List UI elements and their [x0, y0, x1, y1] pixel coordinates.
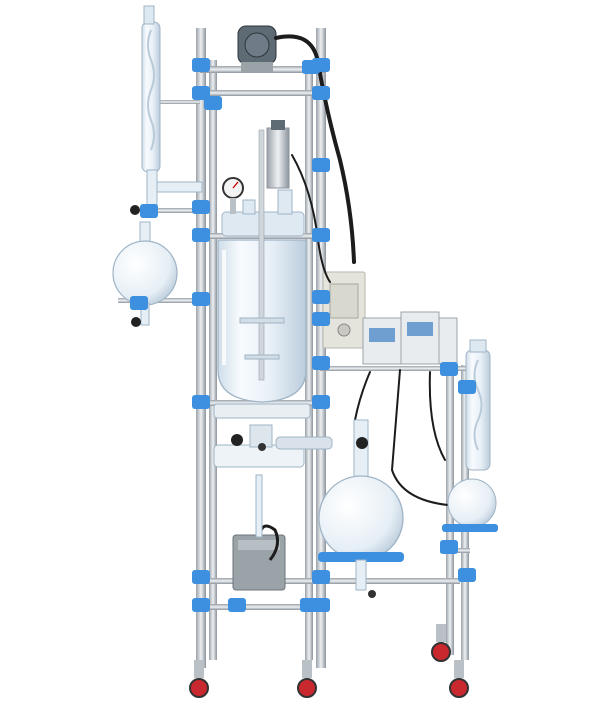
- caster-wheel: [431, 642, 451, 662]
- blue-clamp: [192, 200, 210, 214]
- blue-clamp: [192, 598, 210, 612]
- caster-wheel: [297, 678, 317, 698]
- flask-left-bulb: [112, 240, 178, 306]
- blue-clamp: [302, 60, 320, 74]
- blue-clamp: [130, 296, 148, 310]
- caster-stem: [194, 660, 204, 678]
- stirrer-shaft: [258, 129, 265, 381]
- control-knob: [337, 323, 351, 337]
- cable-drop-2: [354, 371, 371, 421]
- blue-clamp: [312, 395, 330, 409]
- crossbar-base: [200, 604, 325, 610]
- gauge-stem: [230, 198, 236, 214]
- arm-left-upper: [142, 208, 204, 213]
- blue-clamp: [440, 540, 458, 554]
- lid-port-2: [242, 199, 256, 215]
- pump-highlight: [238, 540, 280, 550]
- condenser: [141, 5, 203, 209]
- control-box-panel: [329, 283, 359, 319]
- controller-screen-1: [369, 328, 395, 342]
- crossbar-lower: [200, 400, 325, 406]
- casters: [189, 624, 469, 698]
- controller-unit-2: [400, 311, 440, 365]
- receiving-flask-left: [112, 205, 178, 327]
- blue-clamp: [312, 86, 330, 100]
- blue-clamp: [312, 356, 330, 370]
- crossbar-top-2: [200, 90, 325, 96]
- drain-valve-knob-2: [258, 443, 266, 451]
- coupling-top: [271, 120, 285, 130]
- blue-clamp: [192, 292, 210, 306]
- coupling-sleeve: [266, 127, 290, 189]
- large-flask-bottom-valve: [368, 590, 376, 598]
- base-pump: [232, 474, 286, 591]
- condenser-top-nozzle: [143, 5, 155, 25]
- upright-mid-right: [305, 60, 313, 660]
- caster-stem: [302, 660, 312, 678]
- controller-screen-2: [407, 322, 433, 336]
- blue-clamp: [192, 570, 210, 584]
- blue-clamps: [130, 58, 476, 612]
- blue-clamp: [312, 570, 330, 584]
- blue-clamp: [300, 598, 318, 612]
- right-condenser: [465, 349, 491, 471]
- motor-cable: [274, 34, 356, 264]
- stirrer-blade-2: [244, 354, 280, 360]
- blue-clamp: [140, 204, 158, 218]
- motor-mount: [241, 62, 273, 72]
- caster-stem: [454, 660, 464, 678]
- right-flask-ring: [442, 524, 498, 532]
- drain-valve-knob: [231, 434, 243, 446]
- valve-left-knob-2: [130, 205, 140, 215]
- caster-wheel: [449, 678, 469, 698]
- blue-clamp: [192, 228, 210, 242]
- blue-clamp: [312, 312, 330, 326]
- stirrer-blade: [239, 317, 285, 324]
- valve-left-knob: [131, 317, 141, 327]
- blue-clamp: [228, 598, 246, 612]
- large-flask-valve: [356, 437, 368, 449]
- right-small-flask: [447, 478, 497, 528]
- blue-clamp: [312, 228, 330, 242]
- condenser-sidearm: [156, 181, 203, 193]
- blue-clamp: [312, 290, 330, 304]
- caster-wheel: [189, 678, 209, 698]
- large-flask-bulb: [318, 475, 404, 561]
- blue-clamp: [312, 158, 330, 172]
- lid-port: [277, 189, 293, 215]
- vessel-bottom-flange: [213, 403, 311, 419]
- crossbar-shelf: [320, 366, 470, 371]
- right-condenser-top: [469, 339, 487, 353]
- drain-pipe: [275, 436, 333, 450]
- blue-clamp: [458, 380, 476, 394]
- large-flask-stem: [355, 559, 367, 591]
- upright-mid-left: [209, 60, 217, 660]
- stirrer-motor: [222, 25, 293, 215]
- pump-pipe: [255, 474, 263, 538]
- blue-clamp: [440, 362, 458, 376]
- cable-drop-1: [390, 369, 449, 506]
- reactor-vessel: [213, 129, 333, 468]
- speed-control-box: [322, 271, 366, 349]
- blue-clamp: [204, 96, 222, 110]
- motor-fan-cover: [244, 32, 270, 58]
- caster-stem: [436, 624, 446, 642]
- condenser-neck: [146, 169, 158, 209]
- blue-clamp: [458, 568, 476, 582]
- controller-unit-3: [438, 317, 458, 365]
- large-flask-ring: [318, 552, 404, 562]
- collection-flask-large: [318, 419, 404, 598]
- cable-drop-3: [428, 371, 446, 461]
- controller-units: [362, 311, 458, 365]
- upright-left: [196, 28, 206, 668]
- blue-clamp: [192, 58, 210, 72]
- arm-condenser: [155, 100, 200, 104]
- blue-clamp: [192, 395, 210, 409]
- upright-right: [316, 28, 326, 668]
- large-flask-neck: [353, 419, 369, 485]
